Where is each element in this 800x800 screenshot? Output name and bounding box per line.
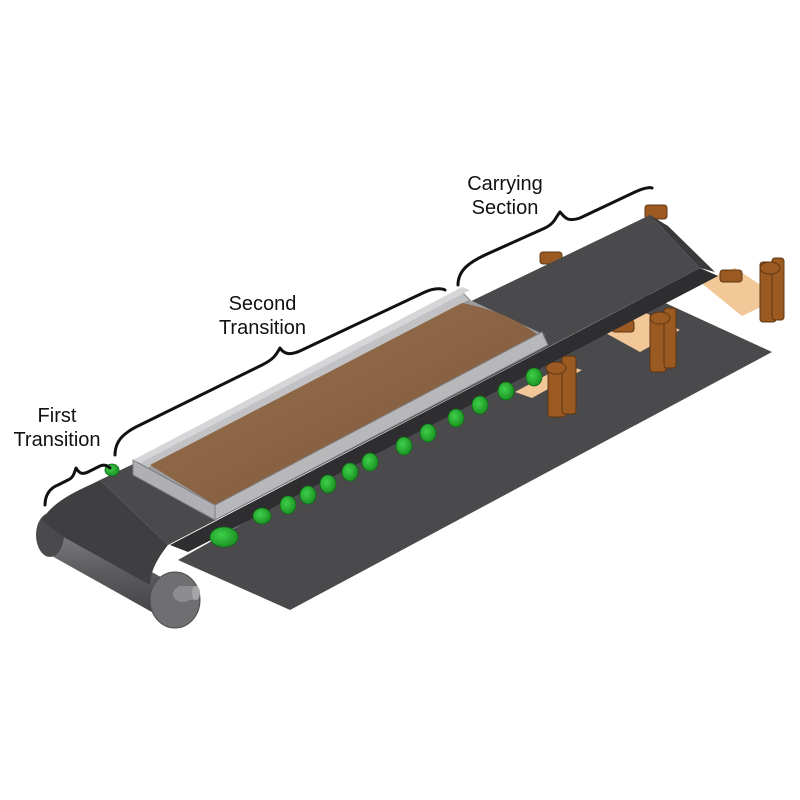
idler-frame — [719, 257, 785, 323]
label-line-1: Second — [228, 293, 297, 315]
label-line-1: Carrying — [467, 173, 543, 195]
idler-frame — [545, 355, 577, 418]
label-carrying-section: Carrying Section — [455, 172, 555, 220]
carrying-belt-lip — [170, 268, 718, 552]
label-line-2: Section — [471, 197, 539, 219]
idler-rolls — [104, 367, 543, 548]
return-belt — [178, 295, 772, 610]
label-line-2: Transition — [218, 317, 307, 339]
skirt-wall-side — [214, 331, 549, 521]
label-line-1: First — [37, 405, 77, 427]
carrying-belt-edge — [650, 215, 715, 272]
label-line-2: Transition — [13, 429, 101, 451]
curly-brace-icon — [43, 186, 654, 507]
skirt-wall-top — [133, 287, 470, 463]
label-first-transition: First Transition — [2, 404, 112, 452]
material-load — [150, 303, 538, 505]
belt-wrap — [42, 480, 168, 585]
label-second-transition: Second Transition — [200, 292, 325, 340]
